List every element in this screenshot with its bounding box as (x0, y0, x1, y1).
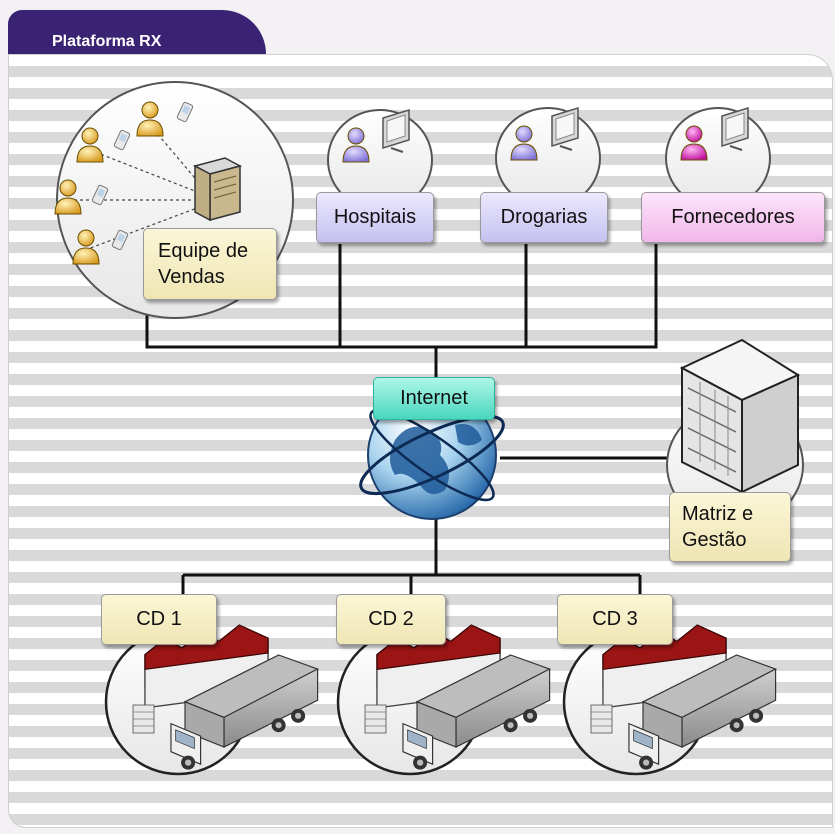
suppliers-text: Fornecedores (671, 206, 795, 228)
building-icon (679, 338, 801, 494)
internet-label: Internet (373, 377, 495, 420)
cd2-text: CD 2 (368, 608, 414, 630)
headquarters-label: Matriz e Gestão (669, 492, 791, 562)
rack-icon (364, 704, 387, 734)
internet-text: Internet (400, 387, 468, 409)
cd1-group (104, 624, 319, 776)
sales-team-label: Equipe de Vendas (143, 228, 277, 300)
pharmacies-text: Drogarias (500, 206, 588, 228)
header-tab: Plataforma RX (8, 10, 266, 56)
sales-team-text: Equipe de Vendas (158, 240, 249, 288)
hospitals-label: Hospitais (316, 192, 434, 243)
rack-icon (590, 704, 613, 734)
page-title: Plataforma RX (52, 33, 162, 50)
pharmacies-label: Drogarias (480, 192, 608, 243)
cd2-group (336, 624, 551, 776)
connector-lines (145, 244, 675, 595)
server-icon (192, 157, 243, 222)
cd1-text: CD 1 (136, 608, 182, 630)
rack-icon (132, 704, 155, 734)
cd3-text: CD 3 (592, 608, 638, 630)
globe-icon (359, 390, 505, 520)
cd2-label: CD 2 (336, 594, 446, 645)
cd3-label: CD 3 (557, 594, 673, 645)
hospitals-text: Hospitais (333, 206, 417, 228)
cd1-label: CD 1 (101, 594, 217, 645)
suppliers-label: Fornecedores (641, 192, 825, 243)
cd3-group (562, 624, 777, 776)
headquarters-text: Matriz e Gestão (682, 503, 754, 551)
